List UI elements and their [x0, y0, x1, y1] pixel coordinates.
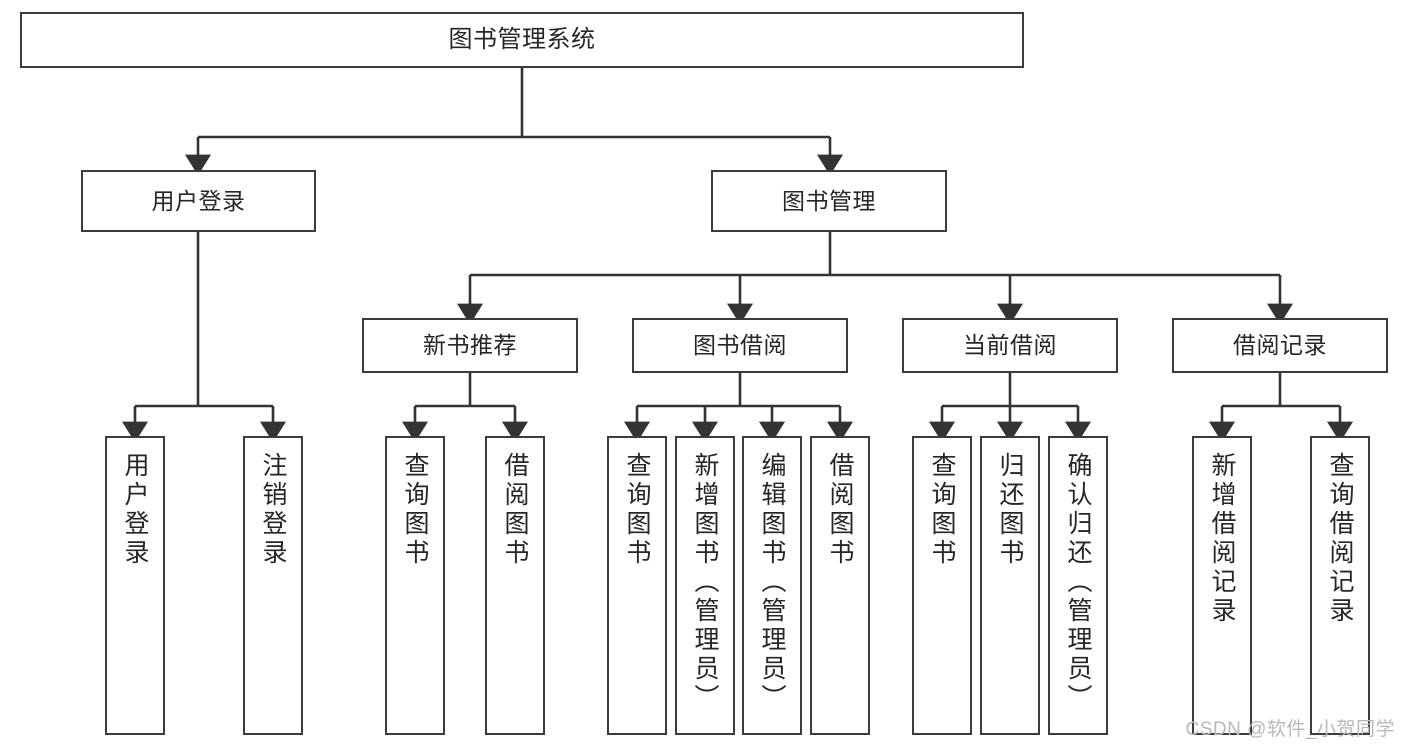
node-book-management[interactable]: 图书管理 [711, 170, 947, 232]
node-label: 归还图书 [996, 452, 1024, 568]
leaf-add-book-admin[interactable]: 新增图书（管理员） [675, 436, 735, 735]
leaf-user-login[interactable]: 用户登录 [105, 436, 165, 735]
node-label: 查询图书 [401, 452, 429, 568]
leaf-query-book-recommend[interactable]: 查询图书 [385, 436, 445, 735]
node-label: 图书管理 [782, 187, 876, 214]
node-label: 当前借阅 [963, 332, 1057, 358]
node-label: 查询图书 [623, 452, 651, 568]
leaf-query-book-borrow[interactable]: 查询图书 [607, 436, 667, 735]
node-label: 借阅记录 [1233, 332, 1327, 358]
leaf-query-book-current[interactable]: 查询图书 [912, 436, 972, 735]
node-borrow-record[interactable]: 借阅记录 [1172, 318, 1388, 373]
node-book-borrow[interactable]: 图书借阅 [632, 318, 848, 373]
leaf-add-borrow-record[interactable]: 新增借阅记录 [1192, 436, 1252, 735]
node-new-book-recommend[interactable]: 新书推荐 [362, 318, 578, 373]
node-root-book-management-system[interactable]: 图书管理系统 [20, 12, 1024, 68]
leaf-confirm-return-admin[interactable]: 确认归还（管理员） [1048, 436, 1108, 735]
node-label: 借阅图书 [501, 452, 529, 568]
node-label: 图书借阅 [693, 332, 787, 358]
node-label: 新增借阅记录 [1208, 452, 1236, 626]
node-user-login[interactable]: 用户登录 [81, 170, 316, 232]
node-label: 用户登录 [151, 187, 246, 214]
node-label: 新书推荐 [423, 332, 517, 358]
node-label: 图书管理系统 [448, 26, 596, 53]
leaf-query-borrow-record[interactable]: 查询借阅记录 [1310, 436, 1370, 735]
node-current-borrow[interactable]: 当前借阅 [902, 318, 1118, 373]
node-label: 编辑图书（管理员） [758, 452, 786, 713]
node-label: 借阅图书 [826, 452, 854, 568]
node-label: 查询图书 [928, 452, 956, 568]
node-label: 用户登录 [121, 452, 149, 568]
leaf-logout[interactable]: 注销登录 [243, 436, 303, 735]
csdn-watermark: CSDN @软件_小贺同学 [1185, 719, 1395, 740]
node-label: 查询借阅记录 [1326, 452, 1354, 626]
leaf-borrow-book-recommend[interactable]: 借阅图书 [485, 436, 545, 735]
leaf-edit-book-admin[interactable]: 编辑图书（管理员） [742, 436, 802, 735]
leaf-borrow-book[interactable]: 借阅图书 [810, 436, 870, 735]
node-label: 新增图书（管理员） [691, 452, 719, 713]
leaf-return-book[interactable]: 归还图书 [980, 436, 1040, 735]
node-label: 确认归还（管理员） [1064, 452, 1092, 713]
node-label: 注销登录 [259, 452, 287, 568]
